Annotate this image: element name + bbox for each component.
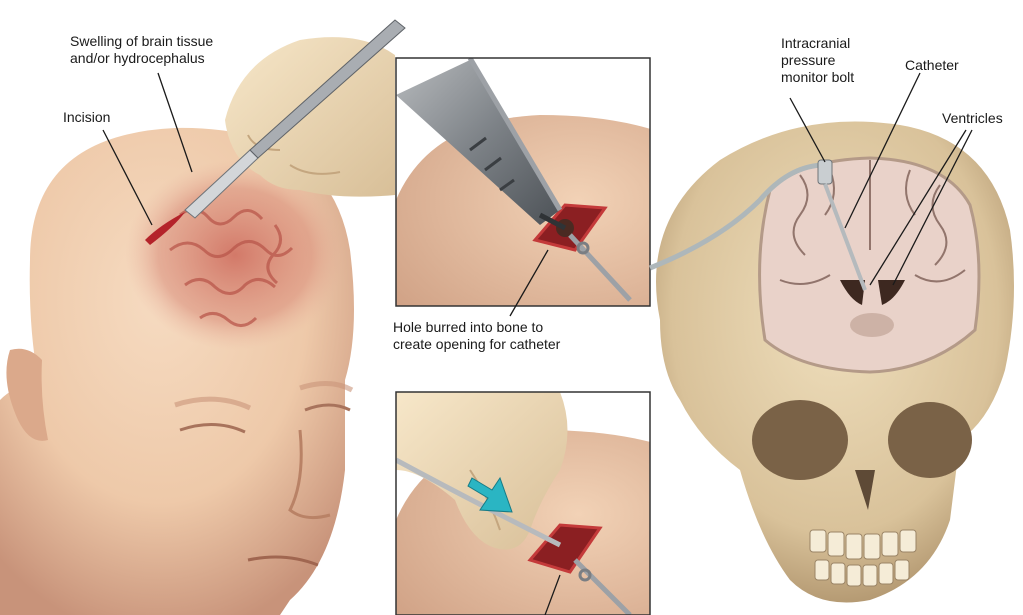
skull-cutaway	[650, 122, 1014, 603]
label-swelling: Swelling of brain tissue and/or hydrocep…	[70, 33, 213, 67]
pressure-monitor-bolt	[818, 160, 832, 184]
label-bolt: Intracranial pressure monitor bolt	[781, 35, 854, 86]
eye-socket-right	[888, 402, 972, 478]
drill-panel	[396, 58, 700, 330]
label-incision: Incision	[63, 109, 110, 126]
eye-socket-left	[752, 400, 848, 480]
label-ventricles: Ventricles	[942, 110, 1003, 127]
catheter-insertion-panel	[396, 392, 700, 615]
patient-head	[0, 128, 354, 615]
label-catheter: Catheter	[905, 57, 959, 74]
label-hole: Hole burred into bone to create opening …	[393, 319, 560, 353]
